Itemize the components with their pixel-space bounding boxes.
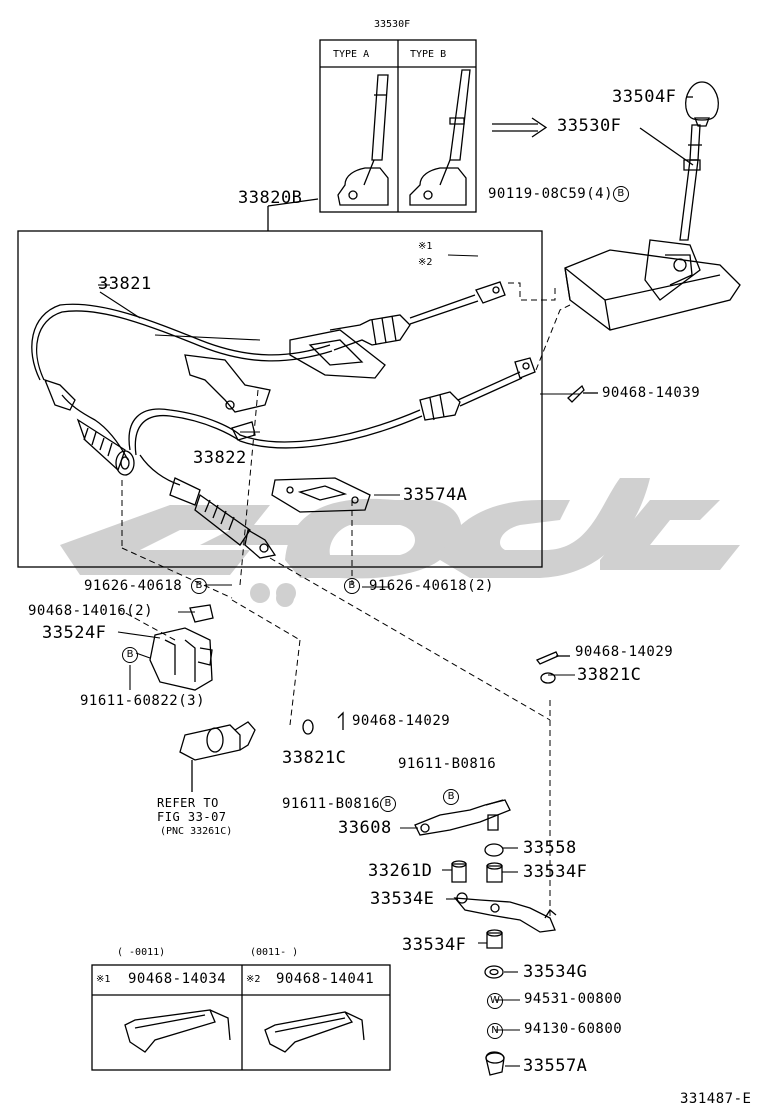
part-33261D[interactable]: 33261D (368, 861, 433, 881)
washer-33558 (484, 843, 504, 857)
cable-33822 (128, 357, 536, 559)
badge-b-icon: B (380, 796, 397, 812)
part-33821C-right[interactable]: 33821C (577, 665, 642, 685)
cable-33821 (31, 281, 506, 476)
watermark-logo (60, 478, 740, 607)
part-33821C-left[interactable]: 33821C (282, 748, 347, 768)
badge-b-icon: B (443, 788, 459, 805)
badge-b-91611-60822: B (122, 646, 138, 663)
badge-b-icon: B (122, 646, 138, 663)
badge-w-icon: W (487, 992, 503, 1009)
part-33534F-a[interactable]: 33534F (523, 862, 588, 882)
part-33524F[interactable]: 33524F (42, 623, 107, 643)
badge-b-icon: B (191, 578, 208, 594)
part-90119[interactable]: 90119-08C59(4)B (488, 186, 630, 202)
arrow-icon (492, 117, 548, 138)
cable-assembly-box (17, 230, 543, 568)
type-b-label: TYPE B (410, 49, 447, 60)
badge-b-icon: B (613, 186, 630, 202)
leader-lines (98, 254, 580, 1067)
refer-line-2[interactable]: FIG 33-07 (157, 810, 227, 824)
part-91626-left[interactable]: 91626-40618 B (84, 578, 208, 594)
clip-90468-14029-right (535, 651, 559, 665)
part-90468-14029-left[interactable]: 90468-14029 (352, 713, 451, 729)
refer-line-3: (PNC 33261C) (160, 826, 233, 837)
part-33821[interactable]: 33821 (98, 274, 152, 294)
part-33504F[interactable]: 33504F (612, 87, 677, 107)
part-91611-60822[interactable]: 91611-60822(3) (80, 693, 206, 709)
bushing-33821C-left (302, 719, 314, 735)
badge-n: N (487, 1022, 503, 1039)
part-90468-14029-right[interactable]: 90468-14029 (575, 644, 674, 660)
part-33822[interactable]: 33822 (193, 448, 247, 468)
shift-lever-assembly (564, 124, 741, 331)
part-90468-14039[interactable]: 90468-14039 (602, 385, 701, 401)
part-33608[interactable]: 33608 (338, 818, 392, 838)
part-33534F-b[interactable]: 33534F (402, 935, 467, 955)
table-col2-range: (0011- ) (250, 947, 299, 958)
part-91611-B0816-a[interactable]: 91611-B0816 (398, 756, 497, 772)
pin-33261D (451, 863, 467, 883)
bracket-33524F (149, 604, 214, 691)
variant-table (91, 964, 391, 1071)
part-33534E[interactable]: 33534E (370, 889, 435, 909)
type-a-label: TYPE A (333, 49, 370, 60)
table-col1-part[interactable]: 90468-14034 (128, 971, 227, 987)
badge-b-91611-b0816: B (443, 788, 459, 805)
part-33557A[interactable]: 33557A (523, 1056, 588, 1076)
shift-knob (685, 81, 719, 127)
refer-line-1: REFER TO (157, 796, 219, 810)
clip-90468-14029-left (337, 711, 344, 730)
part-90468-14016[interactable]: 90468-14016(2) (28, 603, 154, 619)
bushing-33821C-right (540, 672, 556, 684)
table-col1-range: ( -0011) (117, 947, 166, 958)
part-94531[interactable]: 94531-00800 (524, 991, 623, 1007)
bushing-33534F-a (486, 865, 503, 883)
note-2: ※2 (418, 257, 433, 268)
part-33574A[interactable]: 33574A (403, 485, 468, 505)
part-33820B[interactable]: 33820B (238, 188, 303, 208)
clip-90468-14039 (567, 384, 585, 403)
part-33558[interactable]: 33558 (523, 838, 577, 858)
type-a-lever (337, 74, 389, 206)
inset-part-label: 33530F (374, 19, 411, 30)
table-col1-mark: ※1 (96, 974, 111, 985)
figure-id: 331487-E (680, 1091, 752, 1107)
badge-n-icon: N (487, 1022, 503, 1039)
lever-33608 (414, 799, 511, 836)
part-94130[interactable]: 94130-60800 (524, 1021, 623, 1037)
table-col2-mark: ※2 (246, 974, 261, 985)
note-1: ※1 (418, 241, 433, 252)
shaft-refer (179, 721, 256, 792)
part-33534G[interactable]: 33534G (523, 962, 588, 982)
washer-33534G (484, 965, 504, 979)
badge-b-icon: B (344, 578, 360, 594)
table-col2-part[interactable]: 90468-14041 (276, 971, 375, 987)
part-91626-right[interactable]: B 91626-40618(2) (344, 578, 494, 594)
plate-33574A (271, 477, 371, 513)
type-b-lever (409, 69, 471, 206)
dashed-guides (119, 282, 571, 920)
badge-w: W (487, 992, 503, 1009)
part-33530F[interactable]: 33530F (557, 116, 622, 136)
lever-33534E (453, 892, 557, 933)
